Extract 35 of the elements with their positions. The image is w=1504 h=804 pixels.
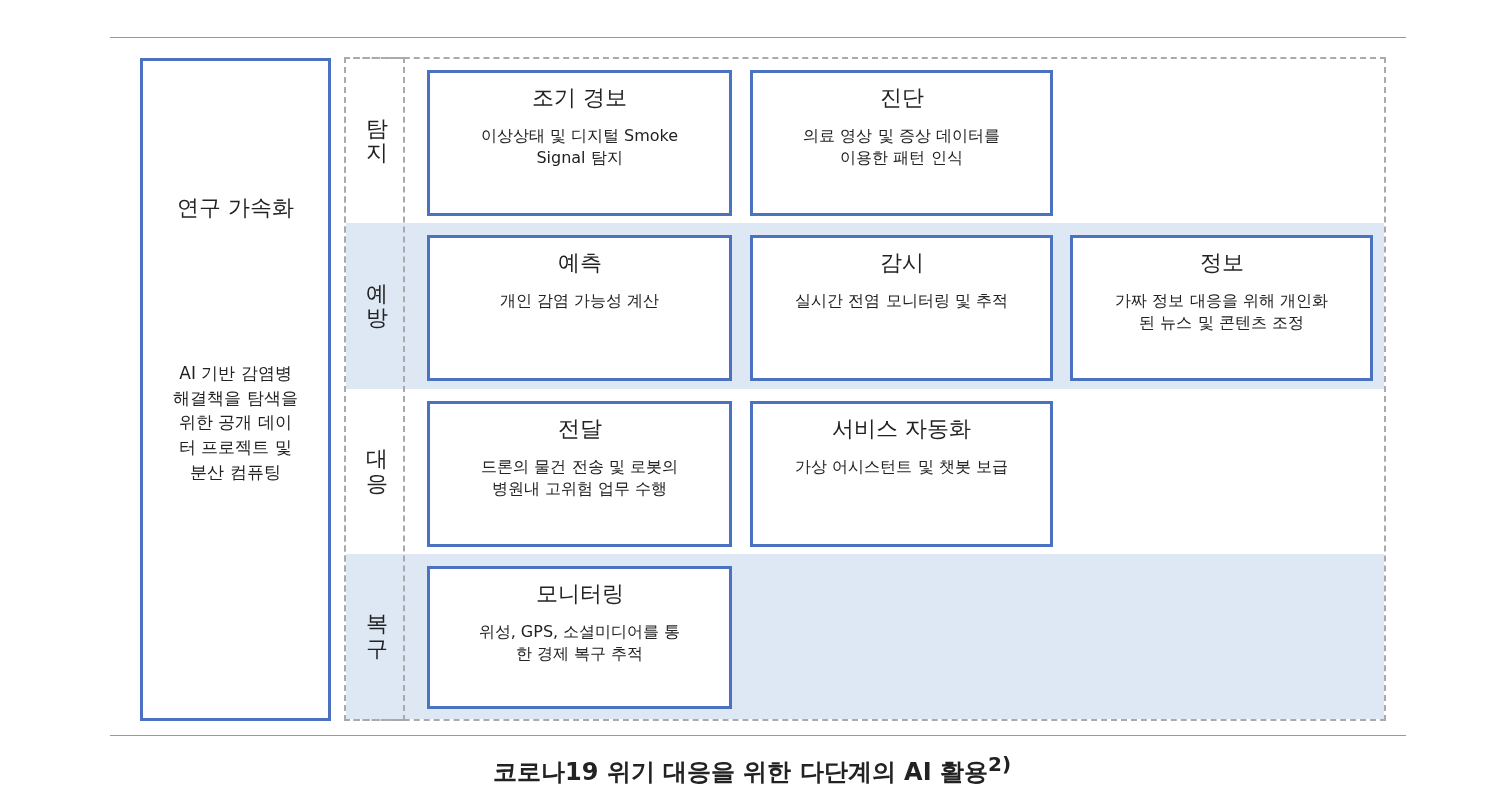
activity-title: 전달 [557,415,602,443]
activity-title: 예측 [557,249,602,277]
activity-title: 모니터링 [535,580,624,608]
summary-panel [140,58,331,721]
activity-box [427,235,732,381]
stage-frame [344,57,1386,721]
activity-description: 가상 어시스턴트 및 챗봇 보급 [795,456,1008,478]
activity-title: 정보 [1199,249,1244,277]
activity-box [427,70,732,216]
activity-description: 위성, GPS, 소셜미디어를 통한 경제 복구 추적 [477,621,682,666]
stage-label: 탐지 [365,116,388,166]
activity-title: 감시 [879,249,924,277]
activity-description: 개인 감염 가능성 계산 [499,290,660,312]
activity-box [427,566,732,709]
activity-description: 이상상태 및 디지털 Smoke Signal 탐지 [479,125,680,170]
activity-box [1070,235,1373,381]
panel-description: AI 기반 감염병 해결책을 탐색을 위한 공개 데이터 프로젝트 및 분산 컴퓨팅 [173,362,298,484]
activity-description: 의료 영상 및 증상 데이터를 이용한 패턴 인식 [802,125,1001,170]
activity-box [750,401,1053,547]
stage-label: 대응 [365,447,388,496]
activity-description: 드론의 물건 전송 및 로봇의 병원내 고위험 업무 수행 [480,456,679,501]
panel-heading: 연구 가속화 [176,194,295,222]
stage-label: 예방 [365,281,388,331]
activity-title: 서비스 자동화 [832,415,971,443]
activity-title: 조기 경보 [532,84,627,112]
caption: 코로나19 위기 대응을 위한 다단계의 AI 활용$^{2)}$ [491,752,1013,788]
activity-box [750,70,1053,216]
activity-description: 실시간 전염 모니터링 및 추적 [795,290,1008,312]
stage-label: 복구 [365,612,388,661]
activity-description: 가짜 정보 대응을 위해 개인화된 뉴스 및 콘텐츠 조정 [1114,290,1329,335]
activity-title: 진단 [879,84,924,112]
activity-box [750,235,1053,381]
activity-box [427,401,732,547]
stage-band [346,223,1384,389]
stage-band [346,554,1384,719]
